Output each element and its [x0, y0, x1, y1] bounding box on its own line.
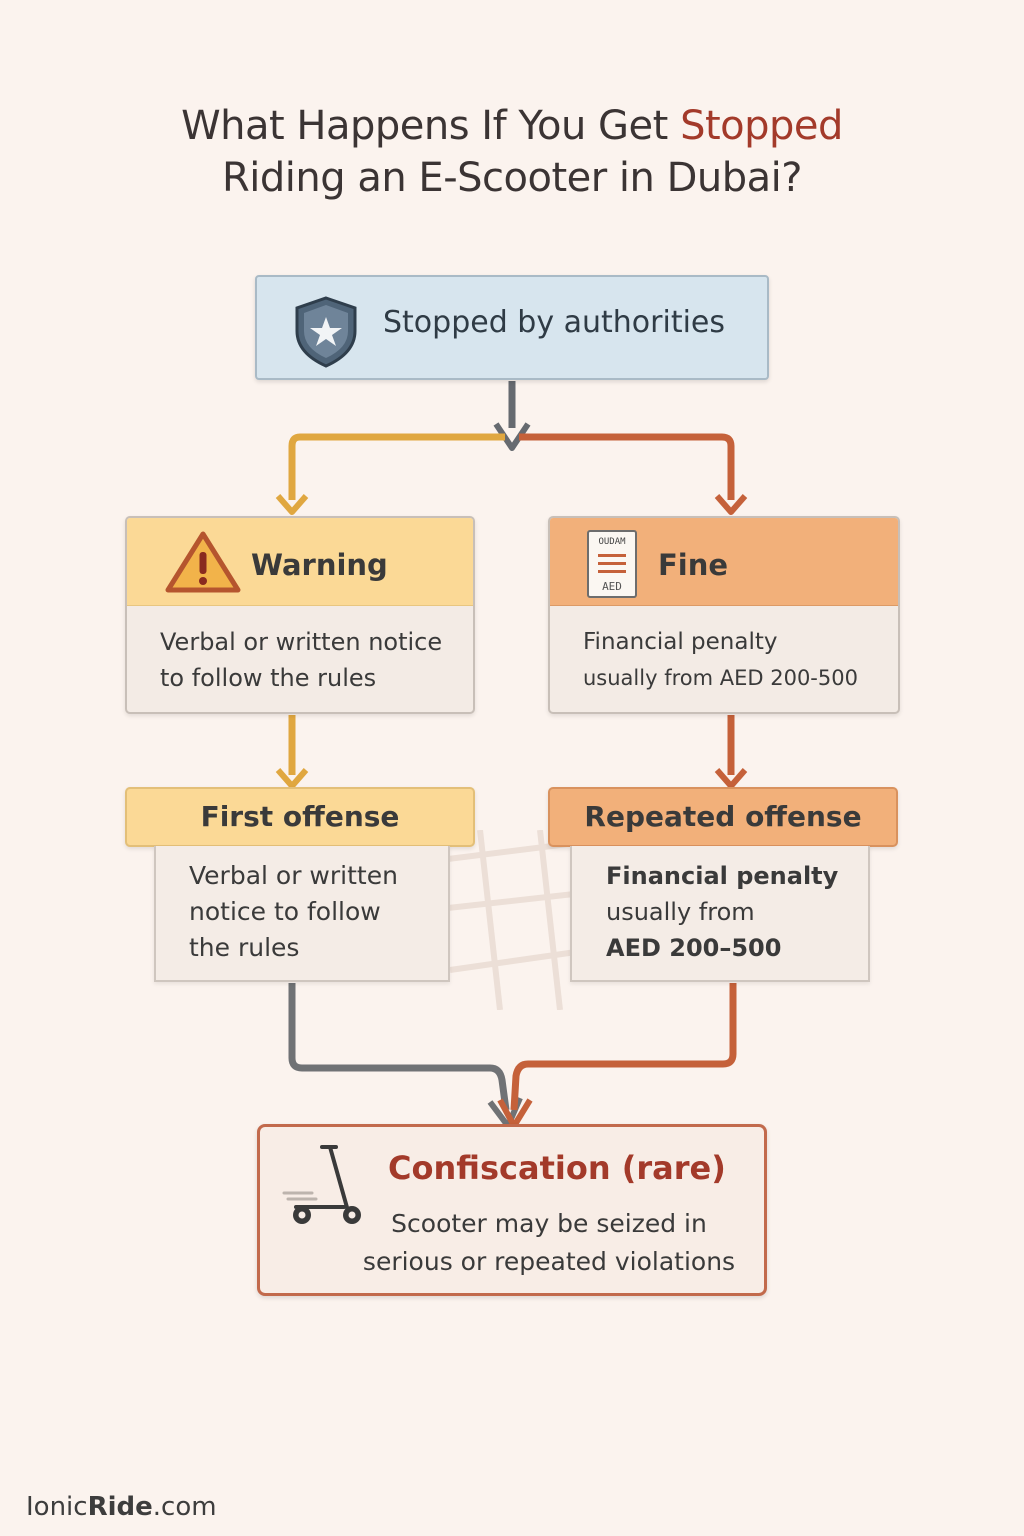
brand-suffix: .com	[152, 1492, 217, 1522]
ticket-icon: OUDAM AED	[587, 530, 637, 598]
node-warning: Warning Verbal or written notice to foll…	[125, 516, 475, 714]
map-background-decoration	[429, 830, 611, 1010]
fine-title: Fine	[658, 548, 729, 582]
fine-header: OUDAM AED Fine	[550, 518, 898, 606]
shield-star-icon	[295, 296, 357, 368]
node-repeated-offense: Repeated offense	[548, 787, 898, 847]
node-first-offense: First offense	[125, 787, 475, 847]
confiscation-text: Scooter may be seized in serious or repe…	[344, 1205, 754, 1281]
confiscation-title: Confiscation (rare)	[388, 1149, 726, 1187]
confiscation-line1: Scooter may be seized in	[391, 1209, 707, 1238]
arrow-fine-to-repeat-head	[714, 768, 748, 789]
arrow-to-fine-head	[714, 494, 748, 515]
arrow-to-warning	[288, 433, 505, 500]
node-confiscation: Confiscation (rare) Scooter may be seize…	[257, 1124, 767, 1296]
first-offense-details: Verbal or written notice to follow the r…	[154, 846, 450, 982]
fine-text-line2: usually from AED 200-500	[583, 666, 858, 690]
repeated-offense-line2: usually from	[606, 898, 755, 926]
title-line1-prefix: What Happens If You Get	[181, 103, 681, 149]
confiscation-line2: serious or repeated violations	[362, 1247, 736, 1276]
ticket-top-text: OUDAM	[598, 537, 626, 547]
ticket-bottom-text: AED	[602, 580, 622, 593]
arrow-to-fine	[519, 433, 735, 500]
fine-text: Financial penalty usually from AED 200-5…	[583, 624, 858, 696]
title-highlight: Stopped	[680, 103, 843, 149]
warning-text: Verbal or written notice to follow the r…	[160, 624, 442, 696]
brand-regular: Ionic	[26, 1492, 88, 1522]
arrow-warning-to-first-head	[275, 768, 309, 789]
repeated-offense-text: Financial penalty usually from AED 200–5…	[606, 858, 838, 966]
fine-text-line1: Financial penalty	[583, 629, 778, 655]
node-stopped: Stopped by authorities	[255, 275, 769, 380]
page-title: What Happens If You Get Stopped Riding a…	[0, 100, 1024, 204]
arrow-stopped-head	[493, 422, 531, 451]
first-offense-line1: Verbal or written	[189, 861, 398, 890]
stopped-label: Stopped by authorities	[383, 305, 725, 340]
warning-text-line1: Verbal or written notice	[160, 628, 443, 656]
warning-text-line2: to follow the rules	[160, 664, 377, 692]
first-offense-line2: notice to follow	[189, 897, 381, 926]
warning-title: Warning	[251, 548, 388, 582]
warning-header: Warning	[127, 518, 473, 606]
brand-footer: IonicRide.com	[26, 1492, 217, 1522]
scooter-icon	[282, 1145, 361, 1224]
repeated-offense-details: Financial penalty usually from AED 200–5…	[570, 846, 870, 982]
brand-bold: Ride	[87, 1492, 153, 1522]
first-offense-text: Verbal or written notice to follow the r…	[189, 858, 398, 966]
repeated-offense-line1: Financial penalty	[606, 862, 839, 890]
node-fine: OUDAM AED Fine Financial penalty usually…	[548, 516, 900, 714]
first-offense-line3: the rules	[189, 933, 300, 962]
arrow-to-warning-head	[275, 494, 309, 515]
arrow-repeat-to-confiscation	[510, 983, 737, 1111]
arrow-first-to-confiscation	[288, 983, 510, 1111]
title-line2: Riding an E-Scooter in Dubai?	[221, 155, 803, 201]
warning-triangle-icon	[165, 531, 241, 593]
repeated-offense-line3: AED 200–500	[606, 934, 782, 962]
